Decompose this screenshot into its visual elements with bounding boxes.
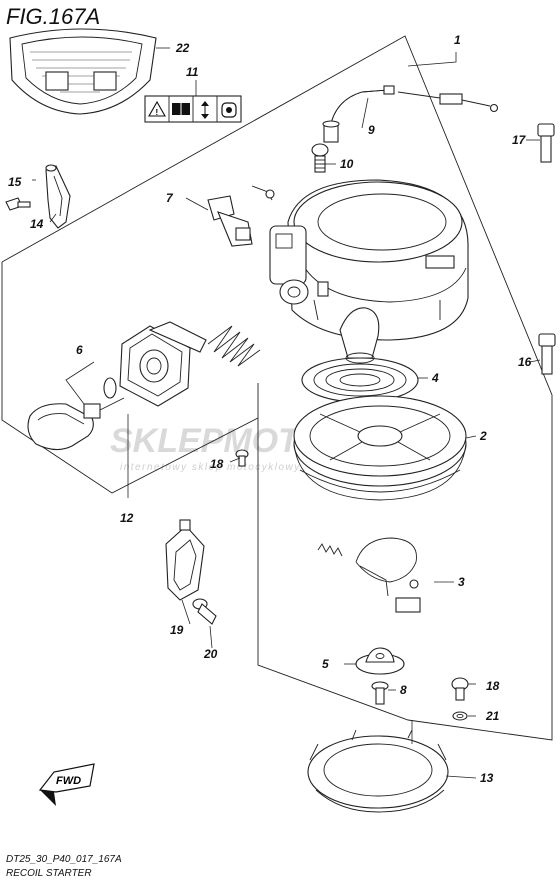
callout-9: 9 [368,123,375,137]
up-down-arrows-icon [201,101,209,119]
part-18-bolt-upper [235,449,249,467]
part-21-washer [452,711,468,721]
part-10-cable-bushing [311,143,329,173]
watermark-tagline: internetowy sklep motocyklowy [120,462,301,473]
part-7-latch-bracket [207,185,275,247]
part-6-starter-handle [27,377,125,451]
callout-17: 17 [512,133,527,147]
callout-6: 6 [76,343,83,357]
leader-lines [32,47,541,779]
callout-4: 4 [431,371,439,385]
part-9-lockout-cable [322,85,499,143]
assembly-frame [1,35,553,741]
part-16-bolt [538,333,556,375]
part-15-screw [5,197,31,211]
figure-code: DT25_30_P40_017_167A [6,854,122,865]
callout-labels: 1 2 3 4 5 6 7 8 9 10 11 12 13 14 15 16 1… [8,33,532,785]
callout-22: 22 [175,41,190,55]
part-19-cable-clamp [165,519,205,601]
rewind-spring-coil [207,325,261,367]
callout-2: 2 [479,429,487,443]
callout-10: 10 [340,157,354,171]
pull-handle-icon [221,102,237,118]
svg-text:!: ! [156,108,159,117]
callout-18-upper: 18 [210,457,224,471]
callout-1: 1 [454,33,461,47]
callout-21: 21 [485,709,500,723]
part-18-bolt-lower [451,677,469,701]
manual-book-icon [172,103,190,115]
callout-15: 15 [8,175,22,189]
figure-caption: RECOIL STARTER [6,868,92,879]
callout-8: 8 [400,683,407,697]
part-5-friction-plate [355,647,405,675]
part-3-pawl-set [317,537,421,613]
callout-7: 7 [166,191,174,205]
part-2-rope-reel [293,395,467,501]
part-13-cover-ring [307,729,449,813]
callout-13: 13 [480,771,494,785]
callout-19: 19 [170,623,184,637]
warning-triangle-icon: ! [148,100,166,117]
part-12-rope-guide [119,321,207,407]
part-14-cable-guide [45,164,71,229]
handle-subframe [1,262,259,494]
callout-12: 12 [120,511,134,525]
callout-11: 11 [186,65,199,79]
callout-18-lower: 18 [486,679,500,693]
part-17-bolt [537,123,555,163]
fwd-label: FWD [56,775,81,787]
callout-14: 14 [30,217,44,231]
callout-3: 3 [458,575,465,589]
part-11-warning-decal: ! [144,95,242,123]
forward-direction-badge: FWD [38,763,95,806]
part-20-bolt [192,598,217,625]
part-4-spiral-spring [301,307,419,403]
callout-5: 5 [322,657,329,671]
callout-20: 20 [203,647,218,661]
figure-title: FIG.167A [6,4,100,29]
part-22-label-sticker [9,28,157,115]
callout-16: 16 [518,355,532,369]
part-1-starter-housing [269,179,469,341]
part-8-bolt [371,681,389,705]
